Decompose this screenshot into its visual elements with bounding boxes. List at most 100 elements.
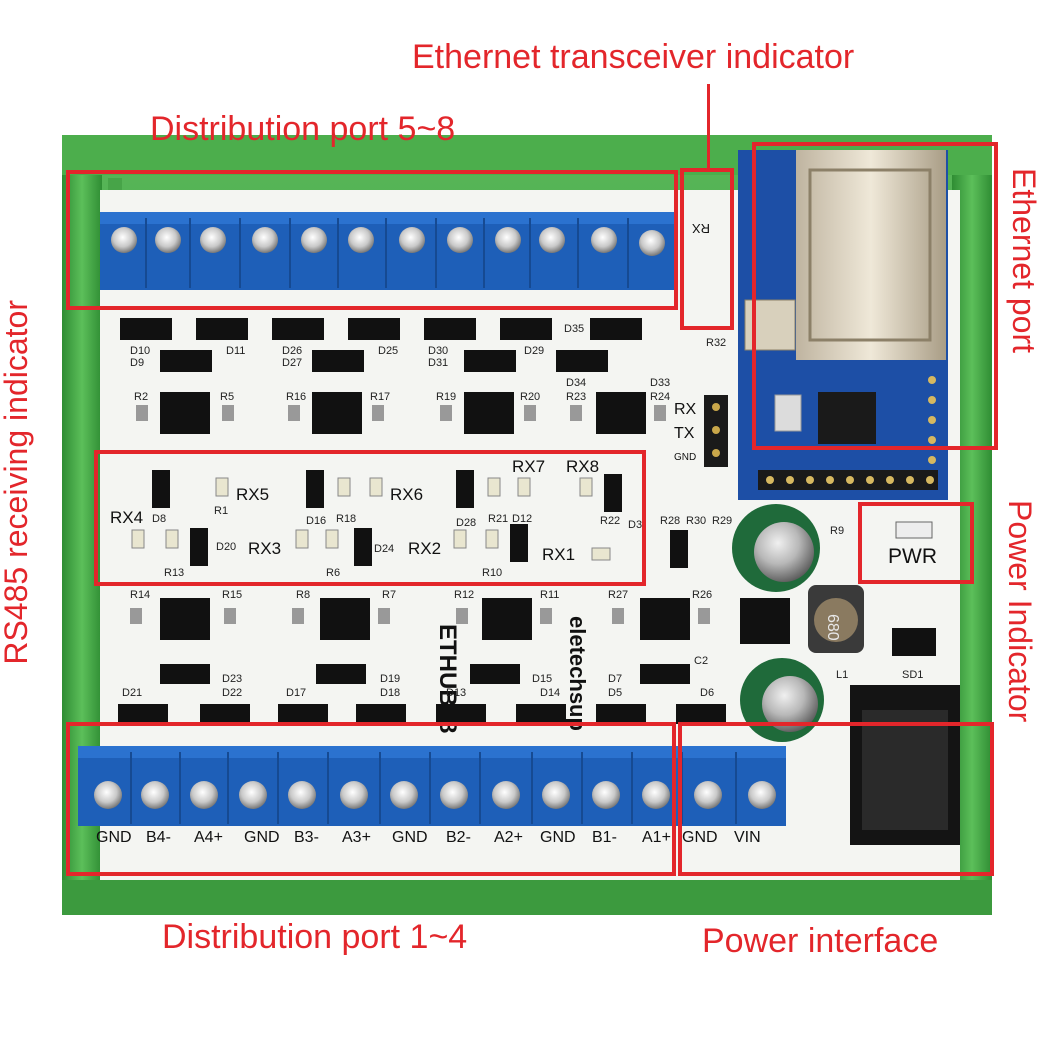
svg-text:D34: D34: [566, 377, 586, 389]
diode-row-bottom-labels: D23 D19 D15 D7 D21 D22 D17 D18 D13 D14 D…: [122, 673, 714, 699]
svg-text:D16: D16: [306, 515, 326, 527]
diode-row-top: [120, 318, 642, 372]
svg-text:R15: R15: [222, 589, 242, 601]
svg-text:D8: D8: [152, 513, 166, 525]
svg-text:R10: R10: [482, 567, 502, 579]
svg-text:B4-: B4-: [146, 829, 171, 846]
svg-text:D14: D14: [540, 687, 560, 699]
diode-row-bottom: [118, 664, 726, 724]
svg-text:RX1: RX1: [542, 545, 575, 564]
svg-text:R24: R24: [650, 391, 670, 403]
ethernet-module: [738, 150, 948, 500]
uart-tx-label: TX: [674, 425, 695, 442]
svg-text:D31: D31: [428, 357, 448, 369]
resistor-row-upper-labels: R2 R5 R16 R17 R19 R20 R23 R24 R32: [134, 337, 726, 403]
svg-text:GND: GND: [682, 829, 718, 846]
svg-text:R12: R12: [454, 589, 474, 601]
svg-text:RX3: RX3: [248, 539, 281, 558]
svg-text:D6: D6: [700, 687, 714, 699]
uart-header: [704, 395, 728, 467]
svg-text:R32: R32: [706, 337, 726, 349]
svg-text:R7: R7: [382, 589, 396, 601]
svg-text:D35: D35: [564, 323, 584, 335]
diode-row-top-labels: D10 D9 D11 D26 D27 D25 D30 D31 D29 D35 D…: [130, 323, 670, 389]
highlight-ethernet-port: [752, 142, 998, 450]
svg-text:R13: R13: [164, 567, 184, 579]
svg-text:GND: GND: [96, 829, 132, 846]
callout-ethernet-transceiver-indicator: Ethernet transceiver indicator: [412, 38, 855, 76]
svg-text:RX2: RX2: [408, 539, 441, 558]
svg-text:R1: R1: [214, 505, 228, 517]
uart-gnd-label: GND: [674, 452, 696, 463]
svg-text:R9: R9: [830, 525, 844, 537]
svg-text:A2+: A2+: [494, 829, 523, 846]
svg-text:RX6: RX6: [390, 485, 423, 504]
svg-text:D29: D29: [524, 345, 544, 357]
svg-text:D33: D33: [650, 377, 670, 389]
power-components: [732, 504, 960, 845]
svg-text:R27: R27: [608, 589, 628, 601]
svg-text:D10: D10: [130, 345, 150, 357]
svg-text:D27: D27: [282, 357, 302, 369]
brand-silk: eletechsup: [565, 616, 590, 731]
chip-row-upper: [136, 392, 666, 434]
svg-text:D13: D13: [446, 687, 466, 699]
svg-text:R5: R5: [220, 391, 234, 403]
resistor-row-lower-labels: R14 R15 R8 R7 R12 R11 R27 R26 C2 L1 SD1: [130, 589, 923, 681]
pwr-led: [895, 521, 933, 539]
bottom-terminal-labels: GND B4- A4+ GND B3- A3+ GND B2- A2+ GND …: [96, 829, 761, 846]
svg-text:D28: D28: [456, 517, 476, 529]
svg-text:RX5: RX5: [236, 485, 269, 504]
rx-area-labels: D8 R1 D16 R18 D28 R21 D12 R22 D3 D20 R13…: [152, 505, 844, 579]
chip-row-lower: [130, 598, 710, 640]
svg-text:GND: GND: [244, 829, 280, 846]
svg-text:R18: R18: [336, 513, 356, 525]
transceiver-leader-line: [707, 84, 710, 170]
svg-text:R19: R19: [436, 391, 456, 403]
svg-text:D11: D11: [226, 345, 245, 357]
svg-text:R23: R23: [566, 391, 586, 403]
svg-text:R6: R6: [326, 567, 340, 579]
highlight-rs485-indicator: [94, 450, 646, 586]
svg-text:GND: GND: [392, 829, 428, 846]
svg-text:R2: R2: [134, 391, 148, 403]
svg-text:D12: D12: [512, 513, 532, 525]
pwr-silk-label: PWR: [888, 545, 937, 568]
svg-text:R11: R11: [540, 589, 559, 601]
svg-text:D25: D25: [378, 345, 398, 357]
svg-text:L1: L1: [836, 669, 848, 681]
svg-text:D21: D21: [122, 687, 142, 699]
svg-text:B3-: B3-: [294, 829, 319, 846]
svg-text:RX8: RX8: [566, 457, 599, 476]
svg-text:A3+: A3+: [342, 829, 371, 846]
uart-rx-label: RX: [674, 401, 697, 418]
svg-text:R16: R16: [286, 391, 306, 403]
top-terminal-block: [100, 212, 678, 290]
callout-power-indicator: Power Indicator: [1002, 500, 1038, 723]
svg-text:D22: D22: [222, 687, 242, 699]
svg-text:RX7: RX7: [512, 457, 545, 476]
svg-text:GND: GND: [540, 829, 576, 846]
svg-text:D15: D15: [532, 673, 552, 685]
svg-text:D26: D26: [282, 345, 302, 357]
highlight-ethernet-transceiver: [680, 168, 734, 330]
svg-text:R20: R20: [520, 391, 540, 403]
inductor-marking: 680: [824, 614, 841, 641]
callout-distribution-port-5-8: Distribution port 5~8: [150, 110, 456, 148]
svg-text:B2-: B2-: [446, 829, 471, 846]
svg-text:R30: R30: [686, 515, 706, 527]
svg-text:C2: C2: [694, 655, 708, 667]
callout-ethernet-port: Ethernet port: [1006, 168, 1042, 353]
highlight-power-indicator: [858, 502, 974, 584]
svg-text:R26: R26: [692, 589, 712, 601]
callout-rs485-receiving-indicator: RS485 receiving indicator: [0, 300, 34, 665]
svg-text:R21: R21: [488, 513, 508, 525]
svg-text:D20: D20: [216, 541, 236, 553]
svg-text:VIN: VIN: [734, 829, 761, 846]
svg-text:D19: D19: [380, 673, 400, 685]
rx-labels: RX5 RX6 RX7 RX8 RX4 RX3 RX2 RX1: [110, 457, 599, 564]
svg-text:SD1: SD1: [902, 669, 923, 681]
callout-distribution-port-1-4: Distribution port 1~4: [162, 918, 468, 956]
